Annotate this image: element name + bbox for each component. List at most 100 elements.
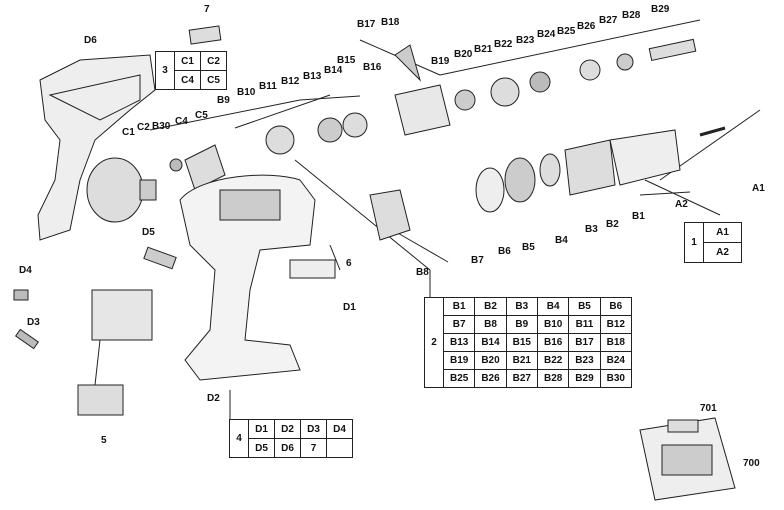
table-cell: B9 bbox=[505, 315, 538, 334]
case-lid-panel bbox=[661, 444, 713, 476]
table-cell: B23 bbox=[568, 351, 601, 370]
table-cell: B28 bbox=[536, 369, 570, 388]
callout-6: 6 bbox=[346, 258, 352, 269]
table-cell: B8 bbox=[474, 315, 507, 334]
table-cell: B19 bbox=[442, 351, 476, 370]
group-table-3: 3 C1 C2 C4 C5 bbox=[155, 51, 227, 90]
callout-b18: B18 bbox=[381, 17, 400, 28]
callout-b23: B23 bbox=[516, 35, 535, 46]
motor bbox=[86, 157, 144, 223]
bracket bbox=[394, 44, 422, 82]
group-id: 2 bbox=[424, 297, 444, 388]
ring-gear bbox=[265, 125, 295, 155]
spindle bbox=[648, 38, 697, 62]
leader-line bbox=[644, 179, 721, 216]
led bbox=[13, 289, 29, 301]
callout-d5: D5 bbox=[142, 227, 155, 238]
group-table-2: 2 B1 B2 B3 B4 B5 B6 B7 B8 B9 B10 B11 B12… bbox=[424, 297, 633, 388]
table-cell: B18 bbox=[599, 333, 633, 352]
callout-b16: B16 bbox=[363, 62, 382, 73]
trigger-switch bbox=[91, 289, 153, 341]
case-handle bbox=[667, 419, 699, 433]
spindle-lock bbox=[579, 59, 601, 81]
callout-a2: A2 bbox=[675, 199, 688, 210]
callout-b8: B8 bbox=[416, 267, 429, 278]
gear-ring bbox=[539, 153, 561, 187]
table-cell: B21 bbox=[505, 351, 538, 370]
table-cell: B27 bbox=[505, 369, 538, 388]
table-cell: B2 bbox=[474, 297, 507, 316]
table-cell: D5 bbox=[248, 438, 275, 458]
leader-line bbox=[395, 231, 449, 263]
callout-b12: B12 bbox=[281, 76, 300, 87]
group-id: 4 bbox=[229, 419, 249, 458]
table-cell: B11 bbox=[568, 315, 601, 334]
housing-half-left bbox=[37, 54, 156, 241]
callout-b13: B13 bbox=[303, 71, 322, 82]
sun-gear bbox=[454, 89, 476, 111]
table-cell: B10 bbox=[536, 315, 570, 334]
callout-b1: B1 bbox=[632, 211, 645, 222]
switch-wire bbox=[94, 339, 101, 386]
callout-b14: B14 bbox=[324, 65, 343, 76]
housing-detail bbox=[48, 74, 141, 121]
group-id: 3 bbox=[155, 51, 175, 90]
callout-d6: D6 bbox=[84, 35, 97, 46]
callout-c5: C5 bbox=[195, 110, 208, 121]
planet-carrier bbox=[317, 117, 343, 143]
table-cell: A2 bbox=[703, 242, 742, 263]
part-7 bbox=[188, 25, 222, 45]
planet-gear bbox=[490, 77, 520, 107]
callout-d4: D4 bbox=[19, 265, 32, 276]
main-housing bbox=[179, 174, 316, 381]
callout-5: 5 bbox=[101, 435, 107, 446]
table-cell: B5 bbox=[568, 297, 601, 316]
group-table-4: 4 D1 D2 D3 D4 D5 D6 7 bbox=[229, 419, 353, 458]
planet-gear-set bbox=[342, 112, 368, 138]
leader-line bbox=[329, 244, 341, 271]
bearing bbox=[616, 53, 634, 71]
table-cell: B12 bbox=[599, 315, 633, 334]
table-cell: B17 bbox=[568, 333, 601, 352]
callout-b26: B26 bbox=[577, 21, 596, 32]
callout-b7: B7 bbox=[471, 255, 484, 266]
chuck-screw bbox=[699, 126, 726, 137]
table-cell: C5 bbox=[200, 70, 227, 90]
table-cell: B3 bbox=[505, 297, 538, 316]
callout-701: 701 bbox=[700, 403, 717, 414]
table-cell: B25 bbox=[442, 369, 476, 388]
washer bbox=[529, 71, 551, 93]
leader-line bbox=[639, 191, 691, 196]
callout-b25: B25 bbox=[557, 26, 576, 37]
callout-b24: B24 bbox=[537, 29, 556, 40]
callout-700: 700 bbox=[743, 458, 760, 469]
table-cell: B13 bbox=[442, 333, 476, 352]
callout-b22: B22 bbox=[494, 39, 513, 50]
table-cell: B14 bbox=[474, 333, 507, 352]
callout-b10: B10 bbox=[237, 87, 256, 98]
callout-b30: B30 bbox=[152, 121, 171, 132]
callout-b6: B6 bbox=[498, 246, 511, 257]
table-cell: B15 bbox=[505, 333, 538, 352]
table-cell: D3 bbox=[300, 419, 327, 439]
table-cell: 7 bbox=[300, 438, 327, 458]
callout-c2: C2 bbox=[137, 122, 150, 133]
torque-collar bbox=[564, 139, 616, 196]
callout-b29: B29 bbox=[651, 4, 670, 15]
callout-b11: B11 bbox=[259, 81, 277, 92]
callout-d1: D1 bbox=[343, 302, 356, 313]
table-cell: B22 bbox=[536, 351, 570, 370]
callout-b2: B2 bbox=[606, 219, 619, 230]
table-cell: D4 bbox=[326, 419, 353, 439]
gear-case-front bbox=[394, 84, 451, 136]
table-cell: B30 bbox=[599, 369, 633, 388]
callout-7: 7 bbox=[204, 4, 210, 15]
motor-mount-plate bbox=[184, 144, 226, 191]
leader-line bbox=[299, 95, 361, 101]
callout-d3: D3 bbox=[27, 317, 40, 328]
callout-c1: C1 bbox=[122, 127, 135, 138]
leader-line bbox=[149, 99, 301, 131]
callout-d2: D2 bbox=[207, 393, 220, 404]
